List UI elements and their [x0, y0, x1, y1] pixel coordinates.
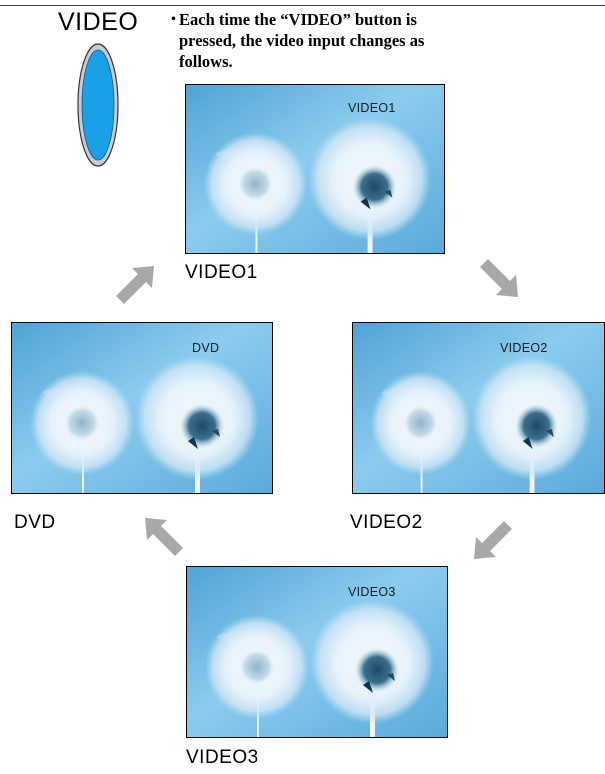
- arrow-video3-to-dvd: [141, 514, 187, 560]
- bullet: •: [171, 12, 176, 27]
- osd-label-video2: VIDEO2: [500, 341, 548, 355]
- caption-dvd: DVD: [14, 512, 56, 533]
- description-text: Each time the “VIDEO” button is pressed,…: [179, 10, 425, 71]
- caption-video1: VIDEO1: [185, 262, 258, 283]
- top-rule: [0, 5, 605, 6]
- arrow-video2-to-video3: [470, 517, 516, 563]
- description: • Each time the “VIDEO” button is presse…: [171, 9, 471, 72]
- osd-label-video1: VIDEO1: [348, 101, 396, 115]
- screen-video3: [186, 566, 448, 738]
- video-button-title: VIDEO: [58, 8, 139, 36]
- caption-video3: VIDEO3: [186, 747, 259, 768]
- osd-label-dvd: DVD: [192, 341, 220, 355]
- screen-video1: [185, 84, 445, 254]
- screen-dvd: [11, 322, 273, 494]
- arrow-dvd-to-video1: [112, 262, 158, 308]
- video-button-icon: [76, 42, 120, 168]
- screen-video2: [352, 322, 605, 494]
- osd-label-video3: VIDEO3: [348, 585, 396, 599]
- arrow-video1-to-video2: [476, 255, 522, 301]
- caption-video2: VIDEO2: [350, 512, 423, 533]
